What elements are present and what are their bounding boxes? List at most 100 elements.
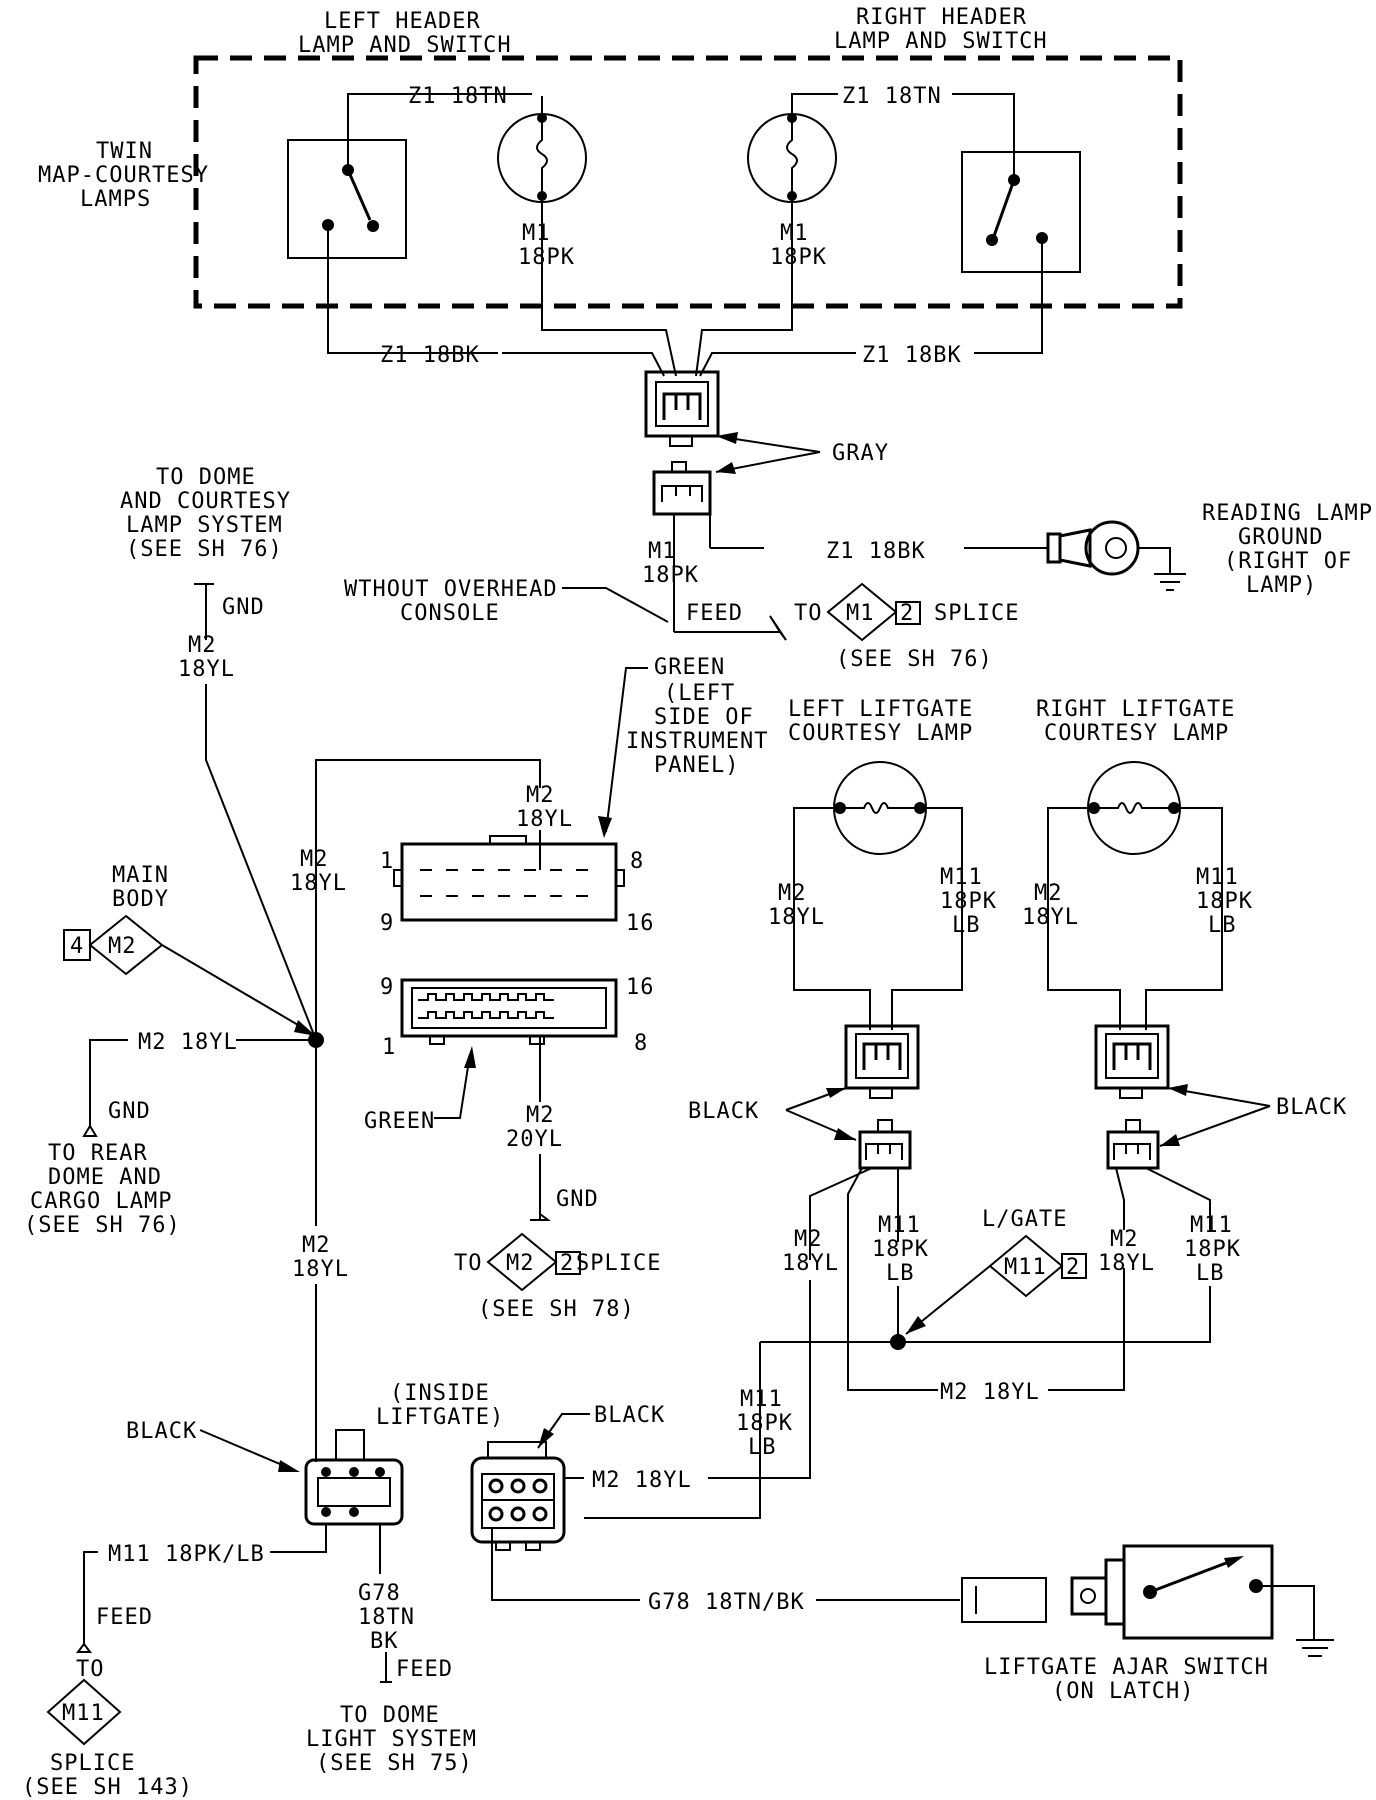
to-rear-dome-line2: DOME AND: [48, 1165, 162, 1190]
left-liftgate-title-line2: COURTESY LAMP: [788, 721, 973, 746]
main-wire-18yl-lower: 18YL: [292, 1257, 349, 1282]
lower-right-wire-m11: M11: [1190, 1213, 1233, 1238]
lgate-label: L/GATE: [982, 1207, 1067, 1232]
lower-left-wire-lb: LB: [886, 1261, 915, 1286]
svg-text:9: 9: [380, 975, 394, 1000]
right-lamp-wire-18pk: 18PK: [770, 245, 827, 270]
svg-text:2: 2: [900, 601, 914, 626]
m11-feed-wire: M11 18PK/LB: [108, 1542, 265, 1567]
svg-text:8: 8: [634, 1031, 648, 1056]
to-rear-dome-line1: TO REAR: [48, 1141, 148, 1166]
to-rear-dome-line3: CARGO LAMP: [30, 1189, 172, 1214]
center-wire-m11: M11: [740, 1387, 783, 1412]
svg-text:M11: M11: [1004, 1255, 1047, 1280]
green-lower-label: GREEN: [364, 1109, 435, 1134]
svg-text:2: 2: [1066, 1255, 1080, 1280]
center-wire-18pk: 18PK: [736, 1411, 793, 1436]
left-switch-wire-z1-18tn: Z1 18TN: [408, 84, 508, 109]
reading-lamp-ground-line3: (RIGHT OF: [1224, 549, 1352, 574]
right-liftgate-black-connector: [1094, 1024, 1170, 1170]
dome-feed-wire-18tn: 18TN: [358, 1605, 415, 1630]
right-liftgate-title-line1: RIGHT LIFTGATE: [1036, 697, 1235, 722]
dome-wire-18yl: 18YL: [178, 657, 235, 682]
svg-text:16: 16: [626, 975, 655, 1000]
left-lamp-wire-m1: M1: [522, 221, 551, 246]
splice78-label: SPLICE: [576, 1251, 661, 1276]
svg-text:M2: M2: [108, 934, 137, 959]
right-header-title-line1: RIGHT HEADER: [856, 5, 1027, 30]
twin-lamps-line3: LAMPS: [80, 187, 151, 212]
splice-143-line1: SPLICE: [50, 1751, 135, 1776]
green-ip-line2: (LEFT: [664, 681, 735, 706]
splice-143-line2: (SEE SH 143): [22, 1775, 193, 1800]
main-body-line2: BODY: [112, 887, 169, 912]
splice78-see-sheet: (SEE SH 78): [478, 1297, 635, 1322]
left-bus-wire-m2: M2: [794, 1227, 823, 1252]
dome-feed-label: FEED: [396, 1657, 453, 1682]
m2-splice-78: M2 2: [486, 1232, 581, 1292]
right-lamp-wire-lb: LB: [1208, 913, 1237, 938]
gray-connector-pair: GRAY: [644, 370, 889, 516]
twin-lamps-line1: TWIN: [96, 139, 153, 164]
m1-splice-to: TO: [794, 601, 823, 626]
svg-text:16: 16: [626, 911, 655, 936]
right-liftgate-black-label: BLACK: [1276, 1095, 1347, 1120]
green-ip-line4: INSTRUMENT: [626, 729, 768, 754]
m11-splice-143: M11: [46, 1678, 122, 1746]
black-liftgate-connector: [304, 1429, 404, 1526]
center-wire-lb: LB: [748, 1435, 777, 1460]
dome-feed-wire-g78: G78: [358, 1581, 401, 1606]
lower-left-wire-m11: M11: [878, 1213, 921, 1238]
left-liftgate-black-connector: [844, 1024, 920, 1170]
left-liftgate-lamp: [833, 761, 927, 855]
m1-splice-diamond: M1 2: [826, 582, 921, 642]
rear-dome-wire-m2-18yl: M2 18YL: [138, 1030, 238, 1055]
green-ip-line1: GREEN: [654, 655, 725, 680]
to-dome-light-line3: (SEE SH 75): [316, 1751, 473, 1776]
right-lamp-wire-m1: M1: [780, 221, 809, 246]
liftgate-ajar-line1: LIFTGATE AJAR SWITCH: [984, 1655, 1269, 1680]
ajar-ground-wire-g78: G78 18TN/BK: [648, 1590, 805, 1615]
right-liftgate-lamp: [1087, 761, 1181, 855]
reading-lamp-ground-line4: LAMP): [1246, 573, 1317, 598]
main-wire-18yl-upper: 18YL: [290, 871, 347, 896]
to-dome-courtesy-line2: AND COURTESY: [120, 489, 291, 514]
twin-lamps-line2: MAP-COURTESY: [38, 163, 209, 188]
m11-feed-label: FEED: [96, 1605, 153, 1630]
liftgate-ajar-black-connector: [470, 1441, 566, 1551]
feed-wire-m1: M1: [648, 539, 677, 564]
lower-right-wire-m2: M2: [1110, 1227, 1139, 1252]
dome-feed-wire-bk: BK: [370, 1629, 399, 1654]
gray-connector-label: GRAY: [832, 441, 889, 466]
green-connector-upper: 1 8 9 16: [380, 835, 655, 936]
dome-wire-m2: M2: [188, 633, 217, 658]
liftgate-ajar-switch: [961, 1544, 1334, 1657]
right-lamp-wire-18yl: 18YL: [1022, 905, 1079, 930]
main-wire-m2-upper: M2: [300, 847, 329, 872]
splice78-wire-m2: M2: [526, 1103, 555, 1128]
svg-text:2: 2: [560, 1251, 574, 1276]
main-wire-m2-lower: M2: [302, 1233, 331, 1258]
without-overhead-line2: CONSOLE: [400, 601, 500, 626]
svg-text:8: 8: [630, 849, 644, 874]
reading-ground-wire-z1-18bk: Z1 18BK: [826, 539, 926, 564]
to-dome-courtesy-line4: (SEE SH 76): [126, 537, 283, 562]
m2-main-body-splice: 4 M2: [63, 914, 164, 976]
left-liftgate-title-line1: LEFT LIFTGATE: [788, 697, 973, 722]
green-ip-line3: SIDE OF: [654, 705, 754, 730]
right-liftgate-title-line2: COURTESY LAMP: [1044, 721, 1229, 746]
right-ground-wire-z1-18bk: Z1 18BK: [862, 343, 962, 368]
right-lamp-wire-m2-lower: M2: [1034, 881, 1063, 906]
left-header-title-line1: LEFT HEADER: [324, 9, 481, 34]
dome-gnd-label: GND: [222, 595, 265, 620]
left-lamp-wire-18pk: 18PK: [940, 889, 997, 914]
left-lamp-wire-m11: M11: [940, 865, 983, 890]
lower-right-wire-18yl: 18YL: [1098, 1251, 1155, 1276]
svg-text:M11: M11: [62, 1701, 105, 1726]
m1-splice-label: SPLICE: [934, 601, 1019, 626]
left-lamp-wire-lb: LB: [952, 913, 981, 938]
splice78-to: TO: [454, 1251, 483, 1276]
svg-text:1: 1: [382, 1035, 396, 1060]
left-lamp-wire-18pk: 18PK: [518, 245, 575, 270]
